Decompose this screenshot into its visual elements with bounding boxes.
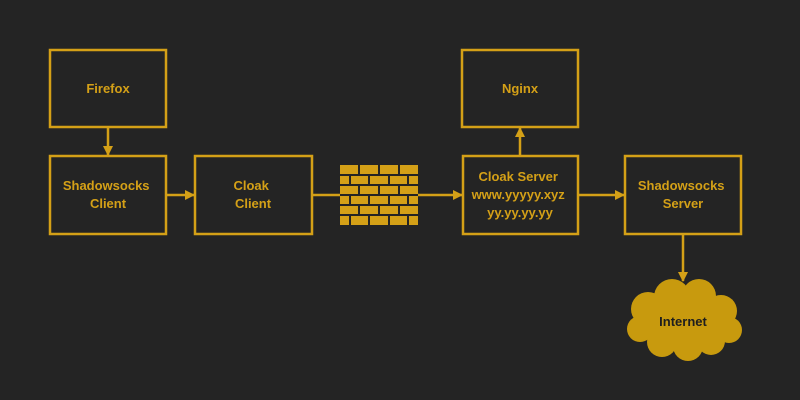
node-internet: Internet [627,279,742,361]
node-shadowsocks-client: Shadowsocks Client [48,154,168,236]
svg-text:Nginx: Nginx [502,81,539,96]
svg-text:Cloak Client: Cloak Client [233,178,272,211]
node-cloak-client-label-line1: Cloak [233,178,269,193]
node-firefox-box [48,48,168,129]
node-shadowsocks-server: Shadowsocks Server [623,154,743,236]
node-nginx-label: Nginx [502,81,539,96]
node-shadowsocks-server-label-line1: Shadowsocks [638,178,725,193]
node-cloak-server-label-line1: Cloak Server [478,169,558,184]
connectors [103,127,688,282]
svg-text:Cloak Server www.yyyyy.x: Cloak Server www.yyyyy.xyz yy.yy.yy.yy [471,169,569,220]
svg-text:Shadowsocks Server: Shadowsocks Server [638,178,728,211]
node-firefox-label: Firefox [86,81,130,96]
node-shadowsocks-client-label-line1: Shadowsocks [63,178,150,193]
node-cloak-client: Cloak Client [193,154,314,236]
node-shadowsocks-server-label-line2: Server [663,196,703,211]
node-nginx-box [460,48,580,129]
node-shadowsocks-client-label-line2: Client [90,196,127,211]
svg-text:Shadowsocks Client: Shadowsocks Client [63,178,153,211]
node-cloak-server-domain: www.yyyyy.xyz [471,187,566,202]
node-shadowsocks-client-box [48,154,168,236]
cloud-icon [627,279,742,361]
node-internet-label: Internet [659,314,707,329]
node-cloak-server-box [461,154,580,236]
node-nginx: Nginx [460,48,580,129]
node-cloak-server: Cloak Server www.yyyyy.xyz yy.yy.yy.yy [461,154,580,236]
node-cloak-server-ip: yy.yy.yy.yy [487,205,554,220]
svg-text:Internet: Internet [659,314,707,329]
node-cloak-client-box [193,154,314,236]
node-firefox: Firefox [48,48,168,129]
node-cloak-client-label-line2: Client [235,196,272,211]
brick-wall-icon [340,165,418,225]
svg-text:Firefox: Firefox [86,81,130,96]
node-shadowsocks-server-box [623,154,743,236]
